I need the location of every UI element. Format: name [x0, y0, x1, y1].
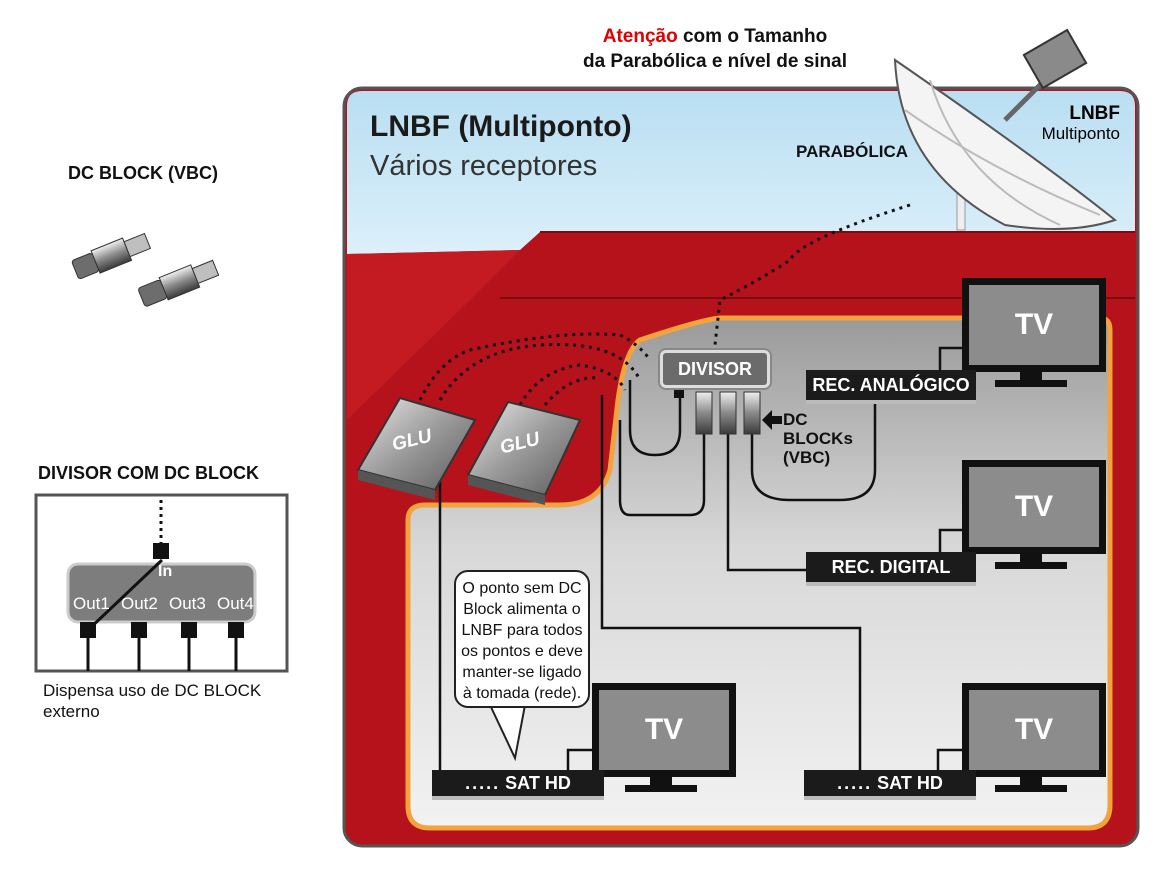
warning-highlight: Atenção — [602, 26, 678, 47]
tv-screen-1: TV — [962, 278, 1106, 372]
splitter-out-3: Out3 — [169, 594, 206, 613]
divisor-box: DIVISOR — [660, 350, 770, 388]
splitter-note: Dispensa uso de DC BLOCK externo — [43, 681, 262, 721]
glu-module-2 — [466, 400, 582, 505]
dc-block-connectors — [674, 386, 761, 435]
receiver-analog: REC. ANALÓGICO — [806, 370, 976, 400]
house-title: LNBF (Multiponto) — [370, 110, 632, 143]
dc-blocks-label: DC BLOCKs (VBC) — [783, 410, 853, 467]
tv-screen-3: TV — [592, 683, 736, 777]
info-bubble: O ponto sem DC Block alimenta o LNBF par… — [454, 570, 590, 708]
lnbf-label: LNBF Multiponto — [1041, 103, 1120, 144]
splitter-out-2: Out2 — [121, 594, 158, 613]
dc-block-product-image — [71, 232, 220, 307]
dish-warning: Atenção com o Tamanho da Parabólica e ní… — [582, 26, 847, 72]
satellite-dish — [893, 28, 1118, 230]
splitter-out-4: Out4 — [217, 594, 254, 613]
parabolica-label: PARABÓLICA — [796, 142, 909, 161]
glu-module-1 — [356, 396, 477, 500]
splitter-body — [66, 562, 257, 624]
dc-block-title: DC BLOCK (VBC) — [68, 163, 218, 183]
tv-screen-4: TV — [962, 683, 1106, 777]
arrow-left-icon — [762, 410, 782, 430]
house-subtitle: Vários receptores — [370, 150, 598, 182]
receiver-sat-hd-1: ..... SAT HD — [432, 770, 604, 796]
splitter-in-label: In — [158, 563, 173, 580]
receiver-sat-hd-2: ..... SAT HD — [804, 770, 976, 796]
splitter-title: DIVISOR COM DC BLOCK — [38, 463, 260, 483]
receiver-digital: REC. DIGITAL — [806, 552, 976, 582]
splitter-out-1: Out1 — [73, 594, 110, 613]
tv-screen-2: TV — [962, 460, 1106, 554]
